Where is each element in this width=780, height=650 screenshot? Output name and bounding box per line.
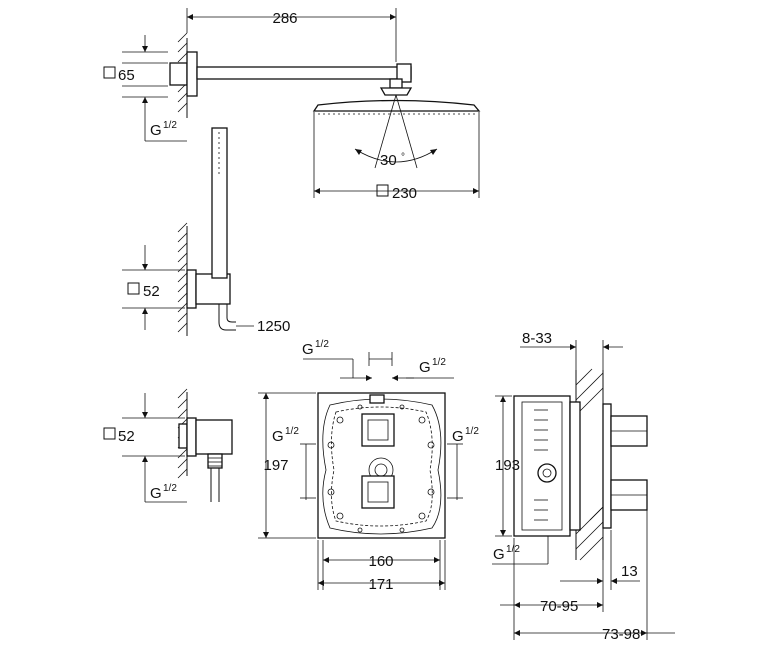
thread-label-arm: G [150,122,162,139]
wall-outlet [186,417,197,457]
dim-hose-length: 1250 [257,318,290,335]
inlet-port [537,463,557,483]
shower-head [312,99,481,112]
dim-arm-length: 286 [272,10,297,27]
shower-arm-view: 286 65 G 1/2 30 ° 230 [103,8,481,202]
recessed-body-view: 193 8-33 G 1/2 13 70-95 73-98 [492,330,675,643]
thread-fraction-body: 1/2 [506,544,520,555]
dim-spray-angle-unit: ° [401,152,405,163]
dim-wall-offset: 13 [621,563,638,580]
dim-body-height: 193 [495,457,520,474]
square-dimension-icon [376,184,389,197]
dim-depth-range-1: 70-95 [540,598,578,615]
thread-fraction-plate-top-left: 1/2 [315,339,329,350]
thread-label-outlet: G [150,485,162,502]
shower-arm [196,66,412,80]
thread-label-plate-right: G [452,428,464,445]
dim-plate-width: 171 [368,576,393,593]
dim-wall-range: 8-33 [522,330,552,347]
dim-holder-size: 52 [143,283,160,300]
hand-shower [211,127,228,279]
thread-label-plate-top-right: G [419,359,431,376]
dim-plate-inner-width: 160 [368,553,393,570]
dim-wall-flange: 65 [118,67,135,84]
flow-control-top [361,413,395,447]
thread-fraction-arm: 1/2 [163,120,177,131]
thread-fraction-outlet: 1/2 [163,483,177,494]
dim-plate-height: 197 [263,457,288,474]
square-dimension-icon [103,66,116,79]
dim-head-size: 230 [392,185,417,202]
thermostat-control-bottom [361,475,395,509]
wall-outlet-view: 52 G 1/2 [103,388,233,503]
thread-fraction-plate-right: 1/2 [465,426,479,437]
dim-spray-angle: 30 [380,152,397,169]
square-dimension-icon [103,427,116,440]
thread-label-body: G [493,546,505,563]
thread-fraction-plate-top-right: 1/2 [432,357,446,368]
thread-fraction-plate-left: 1/2 [285,426,299,437]
body-pattern [534,409,548,521]
square-dimension-icon [127,282,140,295]
dim-outlet-size: 52 [118,428,135,445]
thread-label-plate-top-left: G [302,341,314,358]
cover-plate-view: 197 160 171 G 1/2 G 1/2 G 1/2 [258,339,479,593]
wall-flange [169,62,188,86]
hand-shower-view: 1250 52 [122,127,290,336]
dim-depth-range-2: 73-98 [602,626,640,643]
shower-holder [186,269,197,309]
hose-connector [207,453,223,469]
thread-label-plate-left: G [272,428,284,445]
